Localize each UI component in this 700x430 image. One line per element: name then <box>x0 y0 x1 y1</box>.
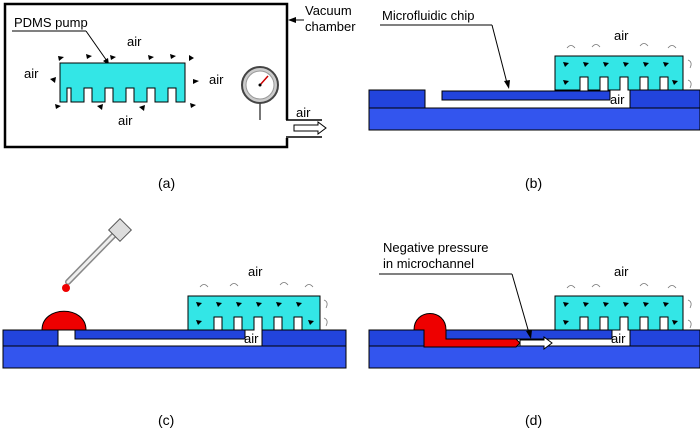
chip-top-right <box>629 329 700 347</box>
note-line-1: Negative pressure <box>383 240 489 255</box>
pdms-pump-on-chip <box>554 55 684 91</box>
air-label-above: air <box>248 264 263 279</box>
air-label-channel: air <box>611 331 626 346</box>
chip-channel-cover <box>441 90 611 101</box>
chip-top-left <box>2 329 59 347</box>
note-leader-arrow-line <box>511 273 530 334</box>
air-label-right: air <box>209 72 224 87</box>
outlet-port-gap <box>284 120 292 138</box>
pipette-icon <box>62 217 133 292</box>
chip-top-right <box>261 329 347 347</box>
chip-label: Microfluidic chip <box>382 8 474 23</box>
air-label-bottom: air <box>118 113 133 128</box>
note-leader-arrowhead <box>526 330 532 339</box>
air-label-channel: air <box>610 92 625 107</box>
air-label-above: air <box>614 28 629 43</box>
panel-a: air PDMS pump Vacuum chamber air air air… <box>3 2 356 191</box>
chip-substrate <box>368 345 700 369</box>
air-label-left: air <box>24 66 39 81</box>
air-label-above: air <box>614 264 629 279</box>
air-label-top: air <box>127 34 142 49</box>
hollow-arrow-icon <box>293 121 327 135</box>
caption-b: (b) <box>525 175 542 191</box>
liquid-in-inlet-and-channel <box>413 313 521 348</box>
caption-c: (c) <box>158 412 174 428</box>
chip-substrate <box>2 345 347 369</box>
pump-leader-arrow-line <box>85 30 108 62</box>
air-diffusion-squiggles <box>566 283 692 329</box>
air-diffusion-arrows <box>563 302 678 325</box>
air-diffusion-squiggles <box>566 43 692 89</box>
outlet-air-label: air <box>296 105 311 120</box>
chip-top-left <box>368 89 426 109</box>
panel-c: air air (c) <box>2 217 347 428</box>
pressure-gauge-icon <box>241 66 279 120</box>
chamber-label-line-2: chamber <box>305 19 356 34</box>
air-diffusion-arrows <box>563 62 678 85</box>
air-label-channel: air <box>244 331 259 346</box>
pdms-pump-on-chip <box>554 295 684 331</box>
hollow-arrow-icon <box>519 336 553 350</box>
pdms-pump-block <box>59 62 186 103</box>
note-line-2: in microchannel <box>383 256 474 271</box>
panel-b: air air Microfluidic chip (b) <box>368 8 700 191</box>
caption-a: (a) <box>158 175 175 191</box>
chip-leader-arrowhead <box>504 80 510 89</box>
caption-d: (d) <box>525 412 542 428</box>
air-diffusion-squiggles <box>199 282 328 327</box>
pdms-pump-on-chip <box>187 295 321 331</box>
liquid-droplet <box>62 284 70 292</box>
air-escape-arrows <box>50 54 199 111</box>
pump-label: PDMS pump <box>14 15 88 30</box>
chip-top-right <box>629 89 700 109</box>
air-diffusion-arrows <box>196 302 314 325</box>
chip-top-left <box>368 329 425 347</box>
chip-substrate <box>368 107 700 131</box>
panel-d: air air Negative pressure in microchanne… <box>368 240 700 428</box>
chamber-label-line-1: Vacuum <box>305 3 352 18</box>
liquid-drop-on-inlet <box>41 310 87 331</box>
chip-leader-arrow-line <box>491 24 508 84</box>
vacuum-chamber-box <box>3 2 289 149</box>
chamber-leader-arrowhead <box>288 17 296 23</box>
chip-channel-cover <box>74 329 246 340</box>
